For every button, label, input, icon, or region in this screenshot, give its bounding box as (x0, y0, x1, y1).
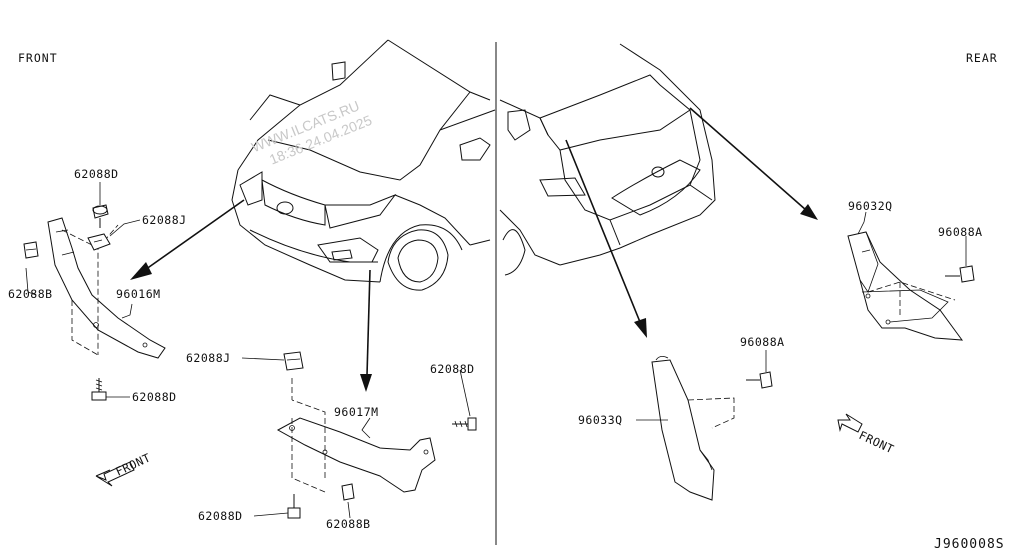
callout-62088d-right: 62088D (430, 362, 475, 376)
front-car-illustration (231, 39, 496, 291)
screw-96088a-left (746, 371, 773, 389)
callout-62088j-left: 62088J (142, 213, 187, 227)
part-96033q-panel (651, 356, 735, 501)
rear-left-leader-arrow (565, 139, 647, 338)
diagram-code: J960008S (934, 537, 1005, 552)
callout-62088j-right: 62088J (186, 351, 231, 365)
callout-96033q: 96033Q (578, 413, 623, 427)
callout-96017m: 96017M (334, 405, 379, 419)
callout-96016m: 96016M (116, 287, 161, 301)
clip-62088b-left (23, 241, 39, 259)
front-header: FRONT (18, 51, 58, 65)
part-96032q-panel (847, 231, 964, 341)
callout-62088b-left: 62088B (8, 287, 53, 301)
callout-96088a-left: 96088A (740, 335, 785, 349)
rear-header: REAR (966, 51, 998, 65)
callout-62088b-right: 62088B (326, 517, 371, 531)
front-direction-arrow-left: FRONT (95, 450, 153, 487)
clip-62088j-right (283, 351, 304, 371)
callout-leaders-rear (636, 211, 967, 421)
callout-62088d-top: 62088D (74, 167, 119, 181)
callout-62088d-bottom-left: 62088D (132, 390, 177, 404)
rear-car-illustration (499, 43, 716, 276)
screw-62088d-bottom-right (287, 494, 301, 519)
callout-62088d-bottom-right: 62088D (198, 509, 243, 523)
callout-leaders-front (25, 182, 471, 519)
clip-62088b-right (341, 483, 355, 501)
front-direction-arrow-right: FRONT (837, 413, 897, 456)
callout-96032q: 96032Q (848, 199, 893, 213)
callout-96088a-right: 96088A (938, 225, 983, 239)
front-right-leader-arrow (360, 269, 372, 392)
front-direction-label-left: FRONT (113, 450, 153, 478)
screw-62088d-right (452, 417, 477, 431)
part-96017m-cover (276, 378, 436, 493)
front-direction-label-right: FRONT (857, 428, 897, 456)
clip-62088d-top (92, 204, 109, 228)
rear-right-leader-arrow (689, 107, 818, 220)
screw-96088a-right (945, 265, 975, 283)
front-left-leader-arrow (130, 199, 245, 280)
screw-62088d-bottom-left (91, 378, 107, 401)
clip-62088j-left (87, 233, 111, 251)
watermark: WWW.ILCATS.RU 18:36 24.04.2025 (249, 97, 374, 167)
